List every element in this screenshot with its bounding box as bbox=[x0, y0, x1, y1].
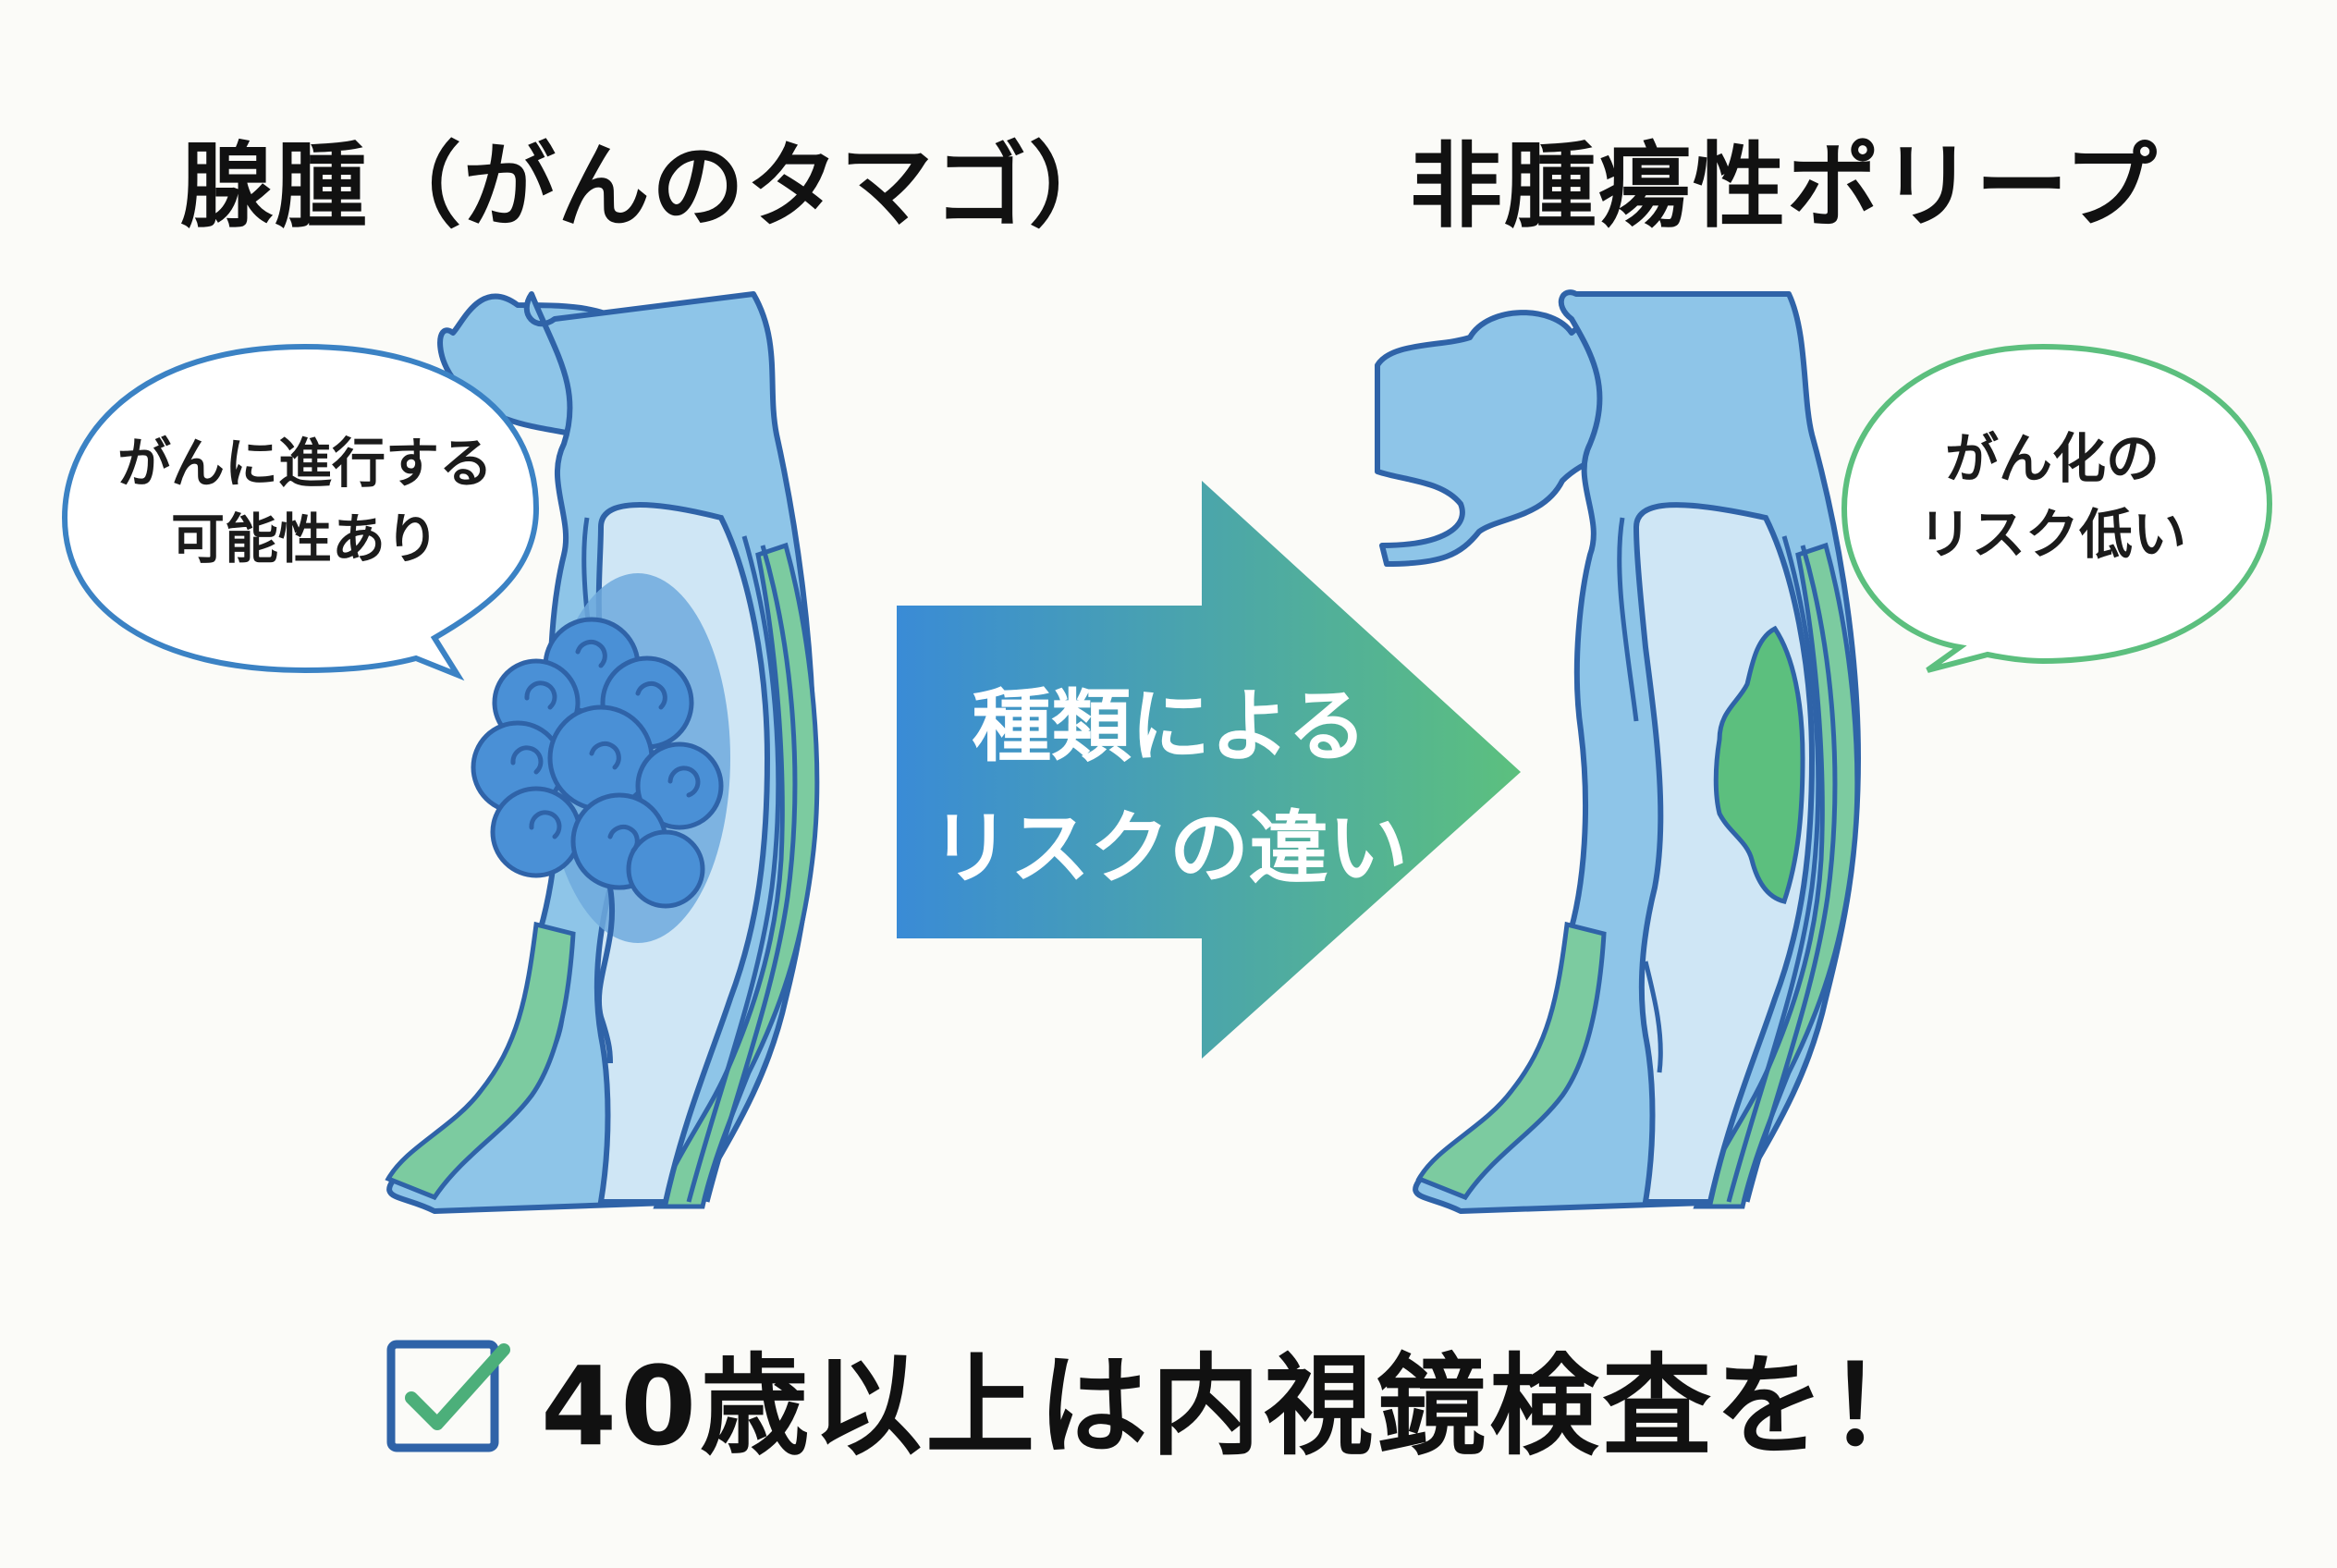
bubble-right-text: がん化の リスク低い bbox=[1858, 421, 2246, 572]
bubble-left-line2: 可能性あり bbox=[170, 508, 439, 570]
bubble-left-line1: がんに進行する bbox=[116, 432, 493, 495]
colon-right-fold bbox=[1375, 310, 1667, 567]
bubble-right-line2: リスク低い bbox=[1917, 503, 2186, 566]
bubble-left-text: がんに進行する 可能性あり bbox=[88, 425, 522, 577]
adenoma-growth bbox=[471, 573, 730, 1064]
risk-arrow bbox=[897, 481, 1521, 1059]
arrow-label-line2: リスクの違い bbox=[931, 802, 1408, 895]
arrow-label-line1: 種類による bbox=[972, 680, 1367, 773]
title-non-neoplastic-polyp: 非腫瘍性ポリープ bbox=[1410, 132, 2159, 240]
colon-left-muscle bbox=[653, 542, 820, 1209]
cta-text: 40歳以上は内視鏡検査を！ bbox=[541, 1341, 1941, 1470]
bubble-right-line1: がん化の bbox=[1944, 427, 2160, 490]
call-to-action: 40歳以上は内視鏡検査を！ bbox=[384, 1327, 1940, 1470]
checkbox-check-icon bbox=[386, 1340, 510, 1452]
title-adenoma: 腺腫（がんのタマゴ） bbox=[180, 132, 1123, 240]
polyp-growth bbox=[1713, 625, 1805, 904]
speech-bubble-left bbox=[61, 343, 540, 681]
arrow-label: 種類による リスクの違い bbox=[901, 666, 1438, 910]
speech-bubble-right bbox=[1841, 343, 2273, 673]
